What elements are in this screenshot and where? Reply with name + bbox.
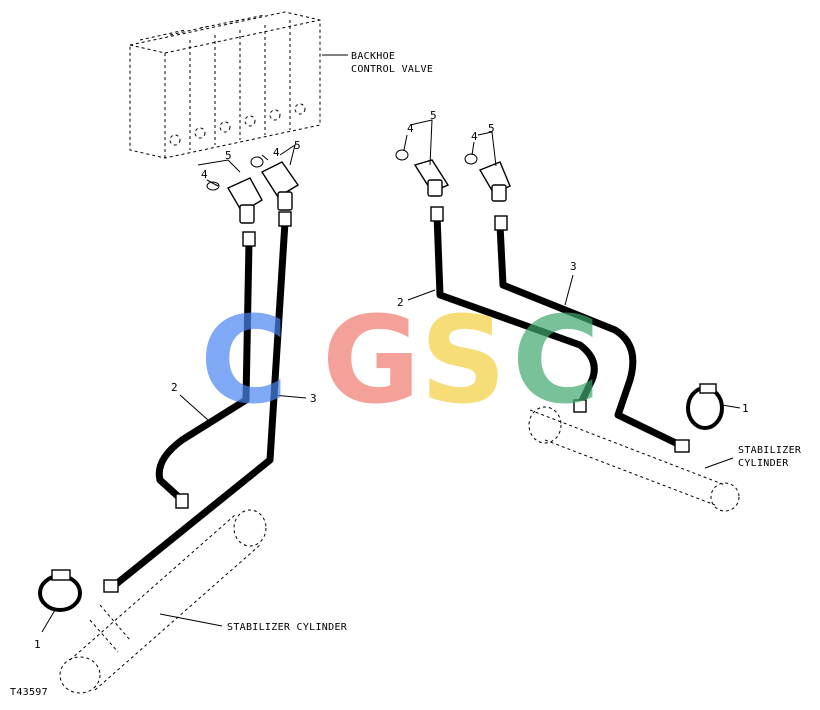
callout-3-right: 3	[570, 260, 577, 273]
left-hose-2-top-fitting	[242, 231, 256, 247]
watermark-letter-1: C	[200, 292, 288, 431]
left-hose-2-end-fitting	[175, 493, 189, 509]
right-hose-3-end-fitting	[674, 439, 690, 453]
right-hose-2	[433, 211, 598, 409]
backhoe-control-valve	[129, 11, 348, 159]
figure-id: T43597	[10, 687, 48, 698]
callout-2-right: 2	[397, 296, 404, 309]
watermark-logo: C G S C	[200, 292, 600, 431]
callout-5-right-b: 5	[488, 122, 495, 135]
right-hose-2-top-fitting	[430, 206, 444, 222]
control-valve-label-1: BACKHOE	[351, 51, 395, 62]
callout-5-left-b: 5	[294, 139, 301, 152]
right-hose-clamp	[686, 383, 724, 430]
watermark-letter-2: G	[322, 292, 421, 431]
right-hose-2-end-fitting	[573, 399, 587, 413]
left-hose-clamp	[38, 569, 82, 612]
callout-4-right-a: 4	[407, 122, 414, 135]
watermark-letter-4: C	[512, 292, 600, 431]
callout-1-left: 1	[34, 638, 41, 651]
control-valve-label-2: CONTROL VALVE	[351, 64, 433, 75]
callout-3-left: 3	[310, 392, 317, 405]
left-hose-2	[155, 238, 253, 504]
callout-1-right: 1	[742, 402, 749, 415]
right-hose-3	[496, 221, 684, 449]
left-hose-3	[111, 218, 289, 589]
right-cylinder-label-1: STABILIZER	[738, 445, 802, 456]
callout-5-right-a: 5	[430, 109, 437, 122]
right-elbow-fitting-a	[395, 149, 450, 197]
right-elbow-fitting-b	[464, 153, 511, 202]
left-hose-3-top-fitting	[278, 211, 292, 227]
callout-4-left-b: 4	[273, 146, 280, 159]
callout-leaders	[41, 119, 741, 633]
left-elbow-fitting-a	[206, 177, 263, 224]
right-cylinder-label-2: CYLINDER	[738, 458, 789, 469]
left-cylinder-label: STABILIZER CYLINDER	[227, 622, 348, 633]
right-hose-3-top-fitting	[494, 215, 508, 231]
callout-4-left-a: 4	[201, 168, 208, 181]
right-stabilizer-cylinder	[528, 406, 740, 512]
left-stabilizer-cylinder	[59, 509, 267, 694]
callout-5-left-a: 5	[225, 149, 232, 162]
watermark-letter-3: S	[420, 292, 506, 431]
callout-4-right-b: 4	[471, 130, 478, 143]
callout-2-left: 2	[171, 381, 178, 394]
left-hose-3-end-fitting	[103, 579, 119, 593]
left-elbow-fitting-b	[250, 156, 300, 211]
